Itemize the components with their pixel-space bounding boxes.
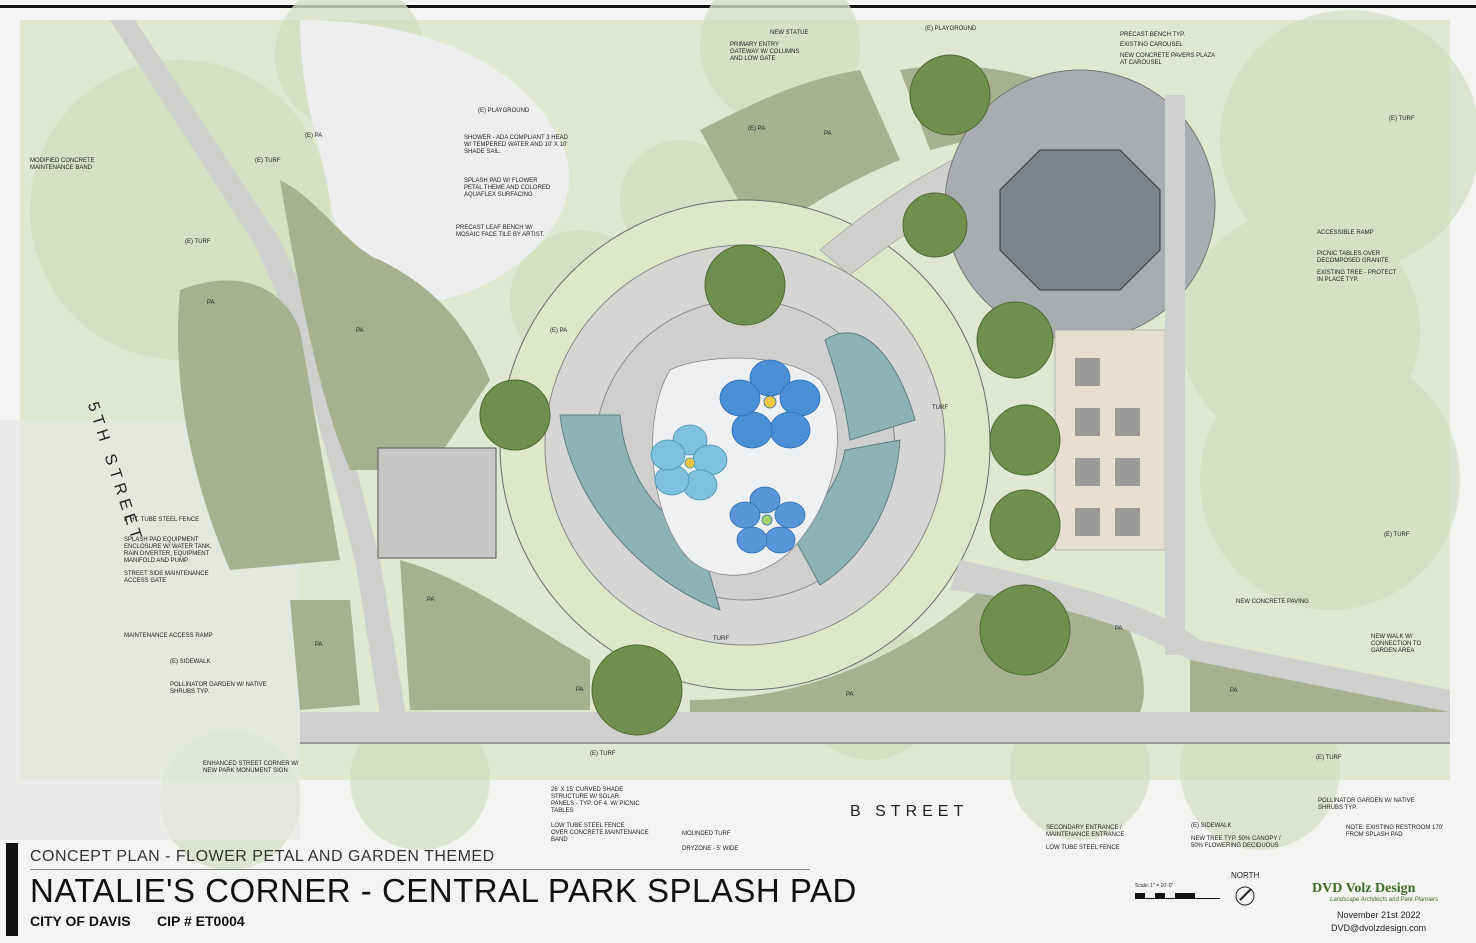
label-mounded-turf: MOUNDED TURF bbox=[682, 831, 731, 837]
label-shower: SHOWER - ADA COMPLIANT 3 HEAD W/ TEMPERE… bbox=[464, 135, 568, 155]
label-pa-top: PA bbox=[824, 131, 832, 137]
north-label: NORTH bbox=[1231, 871, 1260, 880]
north-arrow bbox=[1235, 886, 1255, 906]
title-accent-bar bbox=[6, 843, 18, 936]
label-existing-carousel: EXISTING CAROUSEL bbox=[1120, 42, 1183, 48]
flower-small bbox=[729, 486, 806, 554]
label-modified-band: MODIFIED CONCRETE MAINTENANCE BAND bbox=[30, 158, 95, 171]
label-e-turf-left2: (E) TURF bbox=[185, 239, 211, 245]
label-e-pa-mid: (E) PA bbox=[748, 126, 766, 132]
playground-area bbox=[300, 20, 570, 302]
label-low-fence-band: LOW TUBE STEEL FENCE OVER CONCRETE MAINT… bbox=[551, 823, 649, 843]
label-picnic-tables: PICNIC TABLES OVER DECOMPOSED GRANITE bbox=[1317, 251, 1389, 264]
label-secondary-entrance: SECONDARY ENTRANCE / MAINTENANCE ENTRANC… bbox=[1046, 825, 1125, 838]
label-pa-bl1: PA bbox=[315, 642, 323, 648]
label-e-pa-top-left: (E) PA bbox=[305, 133, 323, 139]
label-shade-structure: 26' x 15' CURVED SHADE STRUCTURE W/ SOLA… bbox=[551, 787, 640, 814]
label-pa-bc1: PA bbox=[846, 692, 854, 698]
flower-medium bbox=[650, 424, 728, 501]
firm-logo: DVD Volz Design bbox=[1312, 881, 1416, 896]
carousel bbox=[999, 149, 1161, 291]
label-enhanced-corner: ENHANCED STREET CORNER W/ NEW PARK MONUM… bbox=[203, 761, 299, 774]
label-pa-left1: PA bbox=[207, 300, 215, 306]
label-e-turf-bottom-right: (E) TURF bbox=[1316, 755, 1342, 761]
label-pollinator-left: POLLINATOR GARDEN W/ NATIVE SHRUBS TYP. bbox=[170, 682, 267, 695]
east-walk bbox=[1165, 95, 1185, 655]
label-e-turf-right-top: (E) TURF bbox=[1389, 116, 1415, 122]
label-pa-bc2: PA bbox=[1115, 626, 1123, 632]
label-low-fence: LOW TUBE STEEL FENCE bbox=[1046, 845, 1120, 851]
label-pa-bl2: PA bbox=[427, 597, 435, 603]
firm-email: DVD@dvolzdesign.com bbox=[1331, 923, 1427, 933]
label-equipment: SPLASH PAD EQUIPMENT ENCLOSURE W/ WATER … bbox=[124, 537, 212, 564]
label-existing-tree: EXISTING TREE - PROTECT IN PLACE TYP. bbox=[1317, 270, 1397, 283]
label-fence-8ft: 8' HT. TUBE STEEL FENCE bbox=[124, 517, 200, 523]
label-pollinator-right: POLLINATOR GARDEN W/ NATIVE SHRUBS TYP. bbox=[1318, 798, 1415, 811]
b-street-label: B STREET bbox=[850, 803, 969, 820]
label-e-playground-mid: (E) PLAYGROUND bbox=[478, 108, 530, 114]
shade-structures bbox=[559, 332, 916, 611]
title-rule bbox=[30, 869, 810, 870]
label-splash-pad: SPLASH PAD W/ FLOWER PETAL THEME AND COL… bbox=[464, 178, 551, 198]
label-new-tree: NEW TREE TYP. 50% CANOPY / 50% FLOWERING… bbox=[1191, 836, 1281, 849]
b-street-edge bbox=[300, 742, 1450, 744]
client-name: CITY OF DAVIS bbox=[30, 913, 131, 929]
label-precast-leaf: PRECAST LEAF BENCH W/ MOSAIC FACE TILE B… bbox=[456, 225, 545, 238]
firm-tagline: Landscape Architects and Park Planners bbox=[1330, 897, 1439, 903]
label-turf-bottom: TURF bbox=[713, 636, 729, 642]
trees bbox=[479, 54, 1071, 736]
scale-bar bbox=[1135, 893, 1220, 899]
picnic-area bbox=[1054, 329, 1166, 551]
label-pa-br: PA bbox=[1230, 688, 1238, 694]
fifth-street-sidewalk bbox=[110, 20, 410, 745]
new-concrete-paving bbox=[950, 560, 1450, 712]
label-e-sidewalk-right: (E) SIDEWALK bbox=[1191, 823, 1232, 829]
plan-title: NATALIE'S CORNER - CENTRAL PARK SPLASH P… bbox=[30, 872, 857, 909]
plan-subtitle: CONCEPT PLAN - FLOWER PETAL AND GARDEN T… bbox=[30, 848, 495, 865]
label-precast-bench: PRECAST BENCH TYP. bbox=[1120, 32, 1186, 38]
cip-number: CIP # ET0004 bbox=[157, 913, 245, 929]
label-new-statue: NEW STATUE bbox=[770, 30, 809, 36]
scale-label: Scale: 1" = 10'-0" bbox=[1135, 883, 1174, 889]
label-accessible-ramp: ACCESSIBLE RAMP bbox=[1317, 230, 1374, 236]
label-e-turf-far-right: (E) TURF bbox=[1384, 532, 1410, 538]
label-new-paving: NEW CONCRETE PAVING bbox=[1236, 599, 1309, 605]
label-e-turf-left: (E) TURF bbox=[255, 158, 281, 164]
label-new-walk: NEW WALK W/ CONNECTION TO GARDEN AREA bbox=[1371, 634, 1422, 654]
flower-large bbox=[719, 359, 821, 449]
label-maint-ramp: MAINTENANCE ACCESS RAMP bbox=[124, 633, 213, 639]
equipment-enclosure bbox=[377, 447, 497, 559]
label-e-sidewalk-left: (E) SIDEWALK bbox=[170, 659, 211, 665]
picnic-tables bbox=[1075, 358, 1140, 536]
label-pa-bl3: PA bbox=[576, 687, 584, 693]
label-note-restroom: NOTE: EXISTING RESTROOM 170' FROM SPLASH… bbox=[1346, 825, 1444, 838]
label-playground-top: (E) PLAYGROUND bbox=[925, 26, 977, 32]
label-pavers-plaza: NEW CONCRETE PAVERS PLAZA AT CAROUSEL bbox=[1120, 53, 1216, 66]
label-e-pa-left-mid: (E) PA bbox=[550, 328, 568, 334]
label-dryzone: DRYZONE - 5' WIDE bbox=[682, 846, 739, 852]
b-street-sidewalk bbox=[300, 712, 1450, 742]
plan-date: November 21st 2022 bbox=[1337, 910, 1421, 920]
label-pa-left2: PA bbox=[356, 328, 364, 334]
label-primary-entry: PRIMARY ENTRY GATEWAY W/ COLUMNS AND LOW… bbox=[730, 42, 800, 62]
label-turf-right: TURF bbox=[932, 405, 948, 411]
label-e-turf-bottom-left: (E) TURF bbox=[590, 751, 616, 757]
label-street-gate: STREET SIDE MAINTENANCE ACCESS GATE bbox=[124, 571, 209, 584]
